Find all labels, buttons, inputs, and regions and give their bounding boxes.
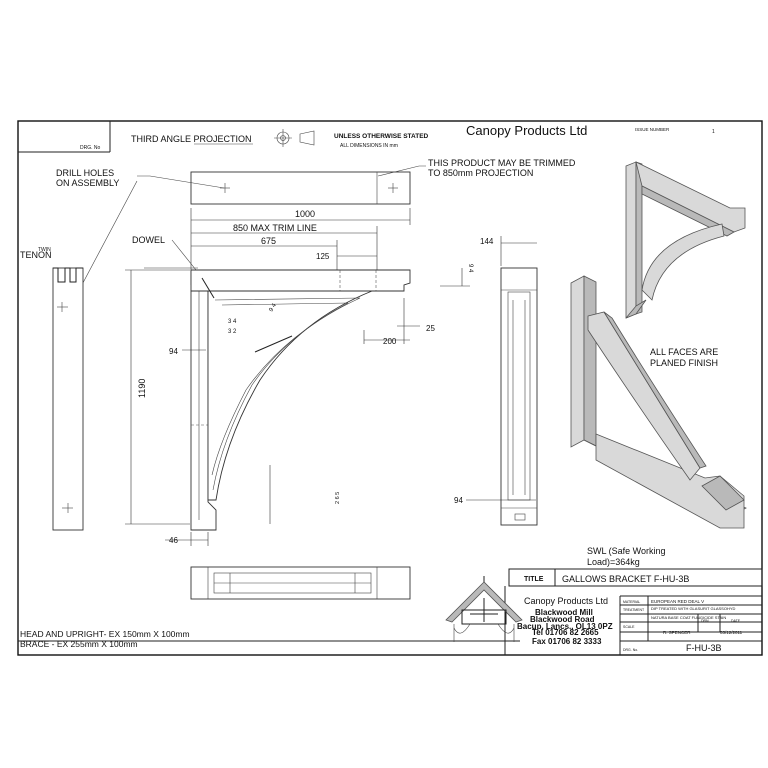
treatment-value-1: DIP TREATED WITH GLASURIT GLASSOHYD (651, 606, 735, 611)
title-block (504, 568, 763, 655)
trim-leader (377, 165, 426, 177)
twin-label: TWIN (38, 247, 51, 253)
trim-note-2: TO 850mm PROJECTION (428, 168, 533, 178)
head-top-view (190, 171, 411, 205)
treatment-value-2: NATURA BASE COAT FUNGICIDE STAIN (651, 615, 726, 620)
issue-number-label: ISSUE NUMBER (635, 127, 670, 132)
faces-note-2: PLANED FINISH (650, 358, 718, 368)
drg-no-bottom-label: DRG. No. (623, 648, 638, 652)
dim-200: 200 (383, 337, 397, 346)
dimension-lines-vertical (125, 269, 420, 546)
drill-leader-2 (75, 180, 138, 297)
date-value: 03/12/2011 (720, 630, 743, 635)
dim-265: 2 6 5 (335, 492, 341, 504)
address-tel: Tel 01706 82 2665 (532, 628, 599, 637)
dim-850-trim: 850 MAX TRIM LINE (233, 223, 317, 233)
dim-1190: 1190 (137, 379, 147, 398)
scale-label: SCALE (623, 625, 635, 629)
dim-46: 46 (169, 536, 178, 545)
material-label: MATERIAL (623, 600, 640, 604)
dowel-label: DOWEL (132, 235, 165, 245)
dim-94-head: 9 4 (467, 264, 473, 273)
dowel-leader (171, 239, 201, 276)
isometric-render-small (625, 161, 746, 319)
dim-125: 125 (316, 252, 330, 261)
material-value: EUROPEAN RED DEAL V (651, 599, 704, 604)
address-mill: Blackwood Mill (535, 608, 593, 617)
canopy-logo (445, 576, 523, 642)
company-title: Canopy Products Ltd (466, 123, 587, 138)
drill-holes-note-1: DRILL HOLES (56, 168, 114, 178)
title-label: TITLE (524, 576, 544, 583)
dim-94-upright: 94 (169, 347, 178, 356)
address-town: Bacup, Lancs., OL13 0PZ (517, 622, 613, 631)
dim-675: 675 (261, 236, 276, 246)
faces-note-1: ALL FACES ARE (650, 347, 718, 357)
drill-holes-note-2: ON ASSEMBLY (56, 178, 119, 188)
title-value: GALLOWS BRACKET F-HU-3B (562, 574, 689, 584)
part-code: F-HU-3B (686, 643, 722, 653)
drill-leader-1 (137, 175, 225, 189)
dim-3-4: 3 4 (228, 319, 237, 325)
dim-1000: 1000 (295, 209, 315, 219)
tenon-label: TENON (20, 250, 52, 260)
drg-no-label: DRG. No (80, 145, 101, 151)
address-fax: Fax 01706 82 3333 (532, 637, 602, 646)
issue-number-value: 1 (712, 129, 715, 135)
dim-144: 144 (480, 237, 494, 246)
swl-line2: Load)=364kg (587, 557, 640, 567)
address-road: Blackwood Road (530, 615, 595, 624)
timber-note-2: BRACE - EX 255mm X 100mm (20, 639, 138, 649)
drn-label: DRN (701, 619, 709, 623)
isometric-render-large (570, 275, 747, 529)
drn-value: R. SPENCER (663, 630, 691, 635)
drawing-border (17, 120, 763, 656)
dim-3-2: 3 2 (228, 329, 237, 335)
unless-stated-line1: UNLESS OTHERWISE STATED (334, 133, 429, 140)
bracket-plan-view (190, 566, 411, 600)
timber-note-1: HEAD AND UPRIGHT- EX 150mm X 100mm (20, 629, 190, 639)
bracket-side-view (500, 267, 538, 526)
swl-line1: SWL (Safe Working (587, 546, 666, 556)
twin-tenon-view (52, 267, 84, 531)
bracket-elevation (190, 269, 411, 531)
dimension-lines-top (144, 208, 470, 287)
trim-note-1: THIS PRODUCT MAY BE TRIMMED (428, 158, 576, 168)
unless-stated-line2: ALL DIMENSIONS IN mm (340, 143, 398, 149)
projection-label: THIRD ANGLE PROJECTION (131, 134, 252, 144)
dim-9-4-brace: 9 4 (269, 302, 279, 313)
dim-25: 25 (426, 324, 435, 333)
dim-94-side: 94 (454, 496, 463, 505)
treatment-label: TREATMENT (623, 608, 645, 612)
address-company: Canopy Products Ltd (524, 596, 608, 606)
third-angle-symbol (274, 129, 315, 147)
date-label: DATE (731, 619, 741, 623)
